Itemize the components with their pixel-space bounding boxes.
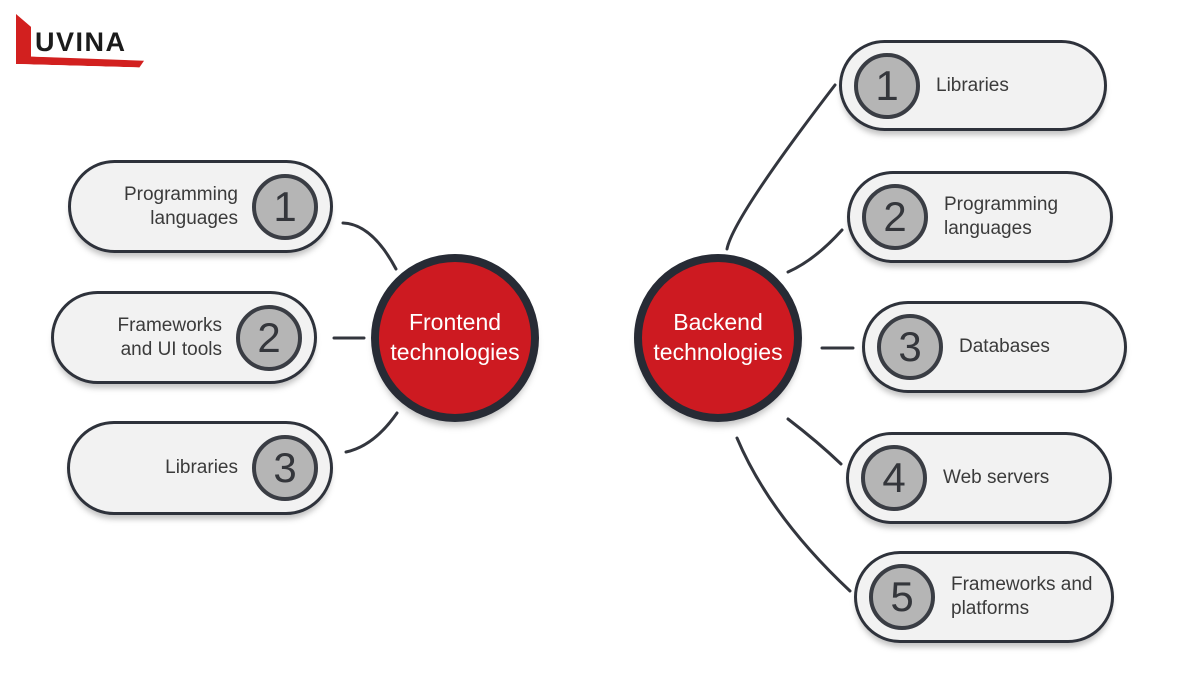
- pill-label: Frameworks and UI tools: [117, 314, 222, 360]
- connector-backend-2: [786, 228, 844, 274]
- number-badge: 2: [862, 184, 928, 250]
- number-text: 1: [273, 182, 297, 230]
- connector-backend-5: [735, 436, 852, 593]
- number-badge: 1: [854, 52, 920, 119]
- number-text: 5: [890, 573, 914, 620]
- connector-backend-4: [786, 417, 843, 466]
- number-text: 2: [257, 313, 281, 361]
- frontend-item-frameworks-ui-tools: Frameworks and UI tools 2: [51, 291, 317, 384]
- hub-title: Frontend technologies: [390, 309, 520, 365]
- number-badge: 1: [252, 173, 318, 240]
- number-text: 1: [875, 61, 899, 109]
- pill-label: Frameworks and platforms: [951, 574, 1093, 619]
- number-text: 3: [898, 323, 922, 370]
- pill-label: Libraries: [936, 74, 1009, 96]
- pill-label: Web servers: [943, 467, 1050, 489]
- pill-label: Programming languages: [944, 194, 1059, 239]
- number-text: 4: [882, 454, 906, 501]
- frontend-technologies-hub: Frontend technologies: [371, 254, 539, 422]
- hub-title: Backend technologies: [653, 309, 783, 365]
- luvina-logo: UVINA: [14, 10, 154, 68]
- logo-l-icon: [16, 14, 31, 60]
- frontend-item-programming-languages: Programming languages 1: [68, 160, 333, 253]
- pill-label: Databases: [959, 336, 1050, 358]
- frontend-item-libraries: Libraries 3: [67, 421, 333, 515]
- backend-item-web-servers: 4 Web servers: [846, 432, 1112, 524]
- number-text: 2: [883, 193, 907, 240]
- backend-technologies-hub: Backend technologies: [634, 254, 802, 422]
- pill-label: Programming languages: [123, 183, 238, 229]
- logo-brand-text: UVINA: [35, 27, 127, 57]
- number-badge: 4: [861, 445, 927, 511]
- number-badge: 5: [869, 564, 935, 630]
- backend-item-programming-languages: 2 Programming languages: [847, 171, 1113, 263]
- connector-frontend-3: [344, 411, 399, 454]
- number-badge: 2: [236, 304, 302, 371]
- number-badge: 3: [252, 435, 318, 501]
- connector-backend-1: [725, 83, 837, 251]
- number-text: 3: [273, 444, 297, 491]
- connector-frontend-1: [341, 221, 398, 271]
- backend-item-frameworks-platforms: 5 Frameworks and platforms: [854, 551, 1114, 643]
- pill-label: Libraries: [165, 457, 238, 479]
- number-badge: 3: [877, 314, 943, 380]
- backend-item-libraries: 1 Libraries: [839, 40, 1107, 131]
- backend-item-databases: 3 Databases: [862, 301, 1127, 393]
